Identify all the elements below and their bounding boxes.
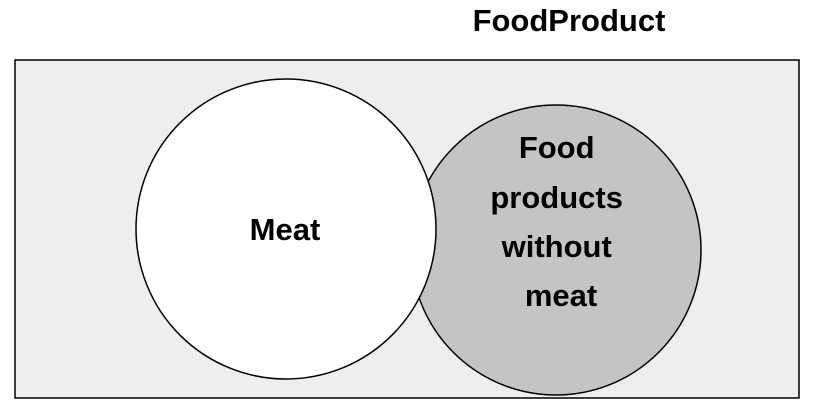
right-set-label-line: meat: [525, 278, 597, 313]
right-set-label: Food products without meat: [490, 130, 631, 313]
diagram-title: FoodProduct: [473, 3, 666, 38]
left-set-label: Meat: [250, 212, 321, 247]
right-set-label-line: without: [501, 229, 612, 264]
right-set-label-line: Food: [519, 130, 595, 165]
right-set-label-line: products: [490, 180, 623, 215]
left-set-circle: [135, 78, 437, 380]
